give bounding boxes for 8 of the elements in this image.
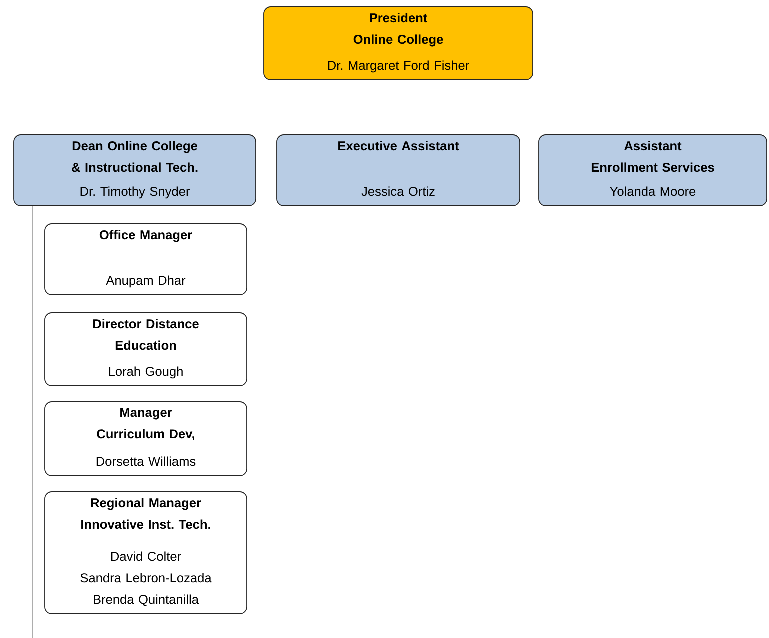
position-box: Manager Curriculum Dev, Dorsetta Williams (44, 402, 248, 476)
position-box: Executive Assistant Jessica Ortiz (276, 134, 520, 206)
position-box: President Online College Dr. Margaret Ford Fisher (264, 6, 534, 80)
position-box: Regional Manager Innovative Inst. Tech. David Colter Sandra Lebron-Lozada Brenda Quintanilla (44, 492, 248, 614)
position-box: Director Distance Education Lorah Gough (44, 312, 248, 386)
position-box: Office Manager Anupam Dhar (44, 224, 248, 296)
position-box: Dean Online College & Instructional Tech. Dr. Timothy Snyder (14, 134, 256, 206)
position-box: Assistant Enrollment Services Yolanda Moore (538, 134, 768, 206)
